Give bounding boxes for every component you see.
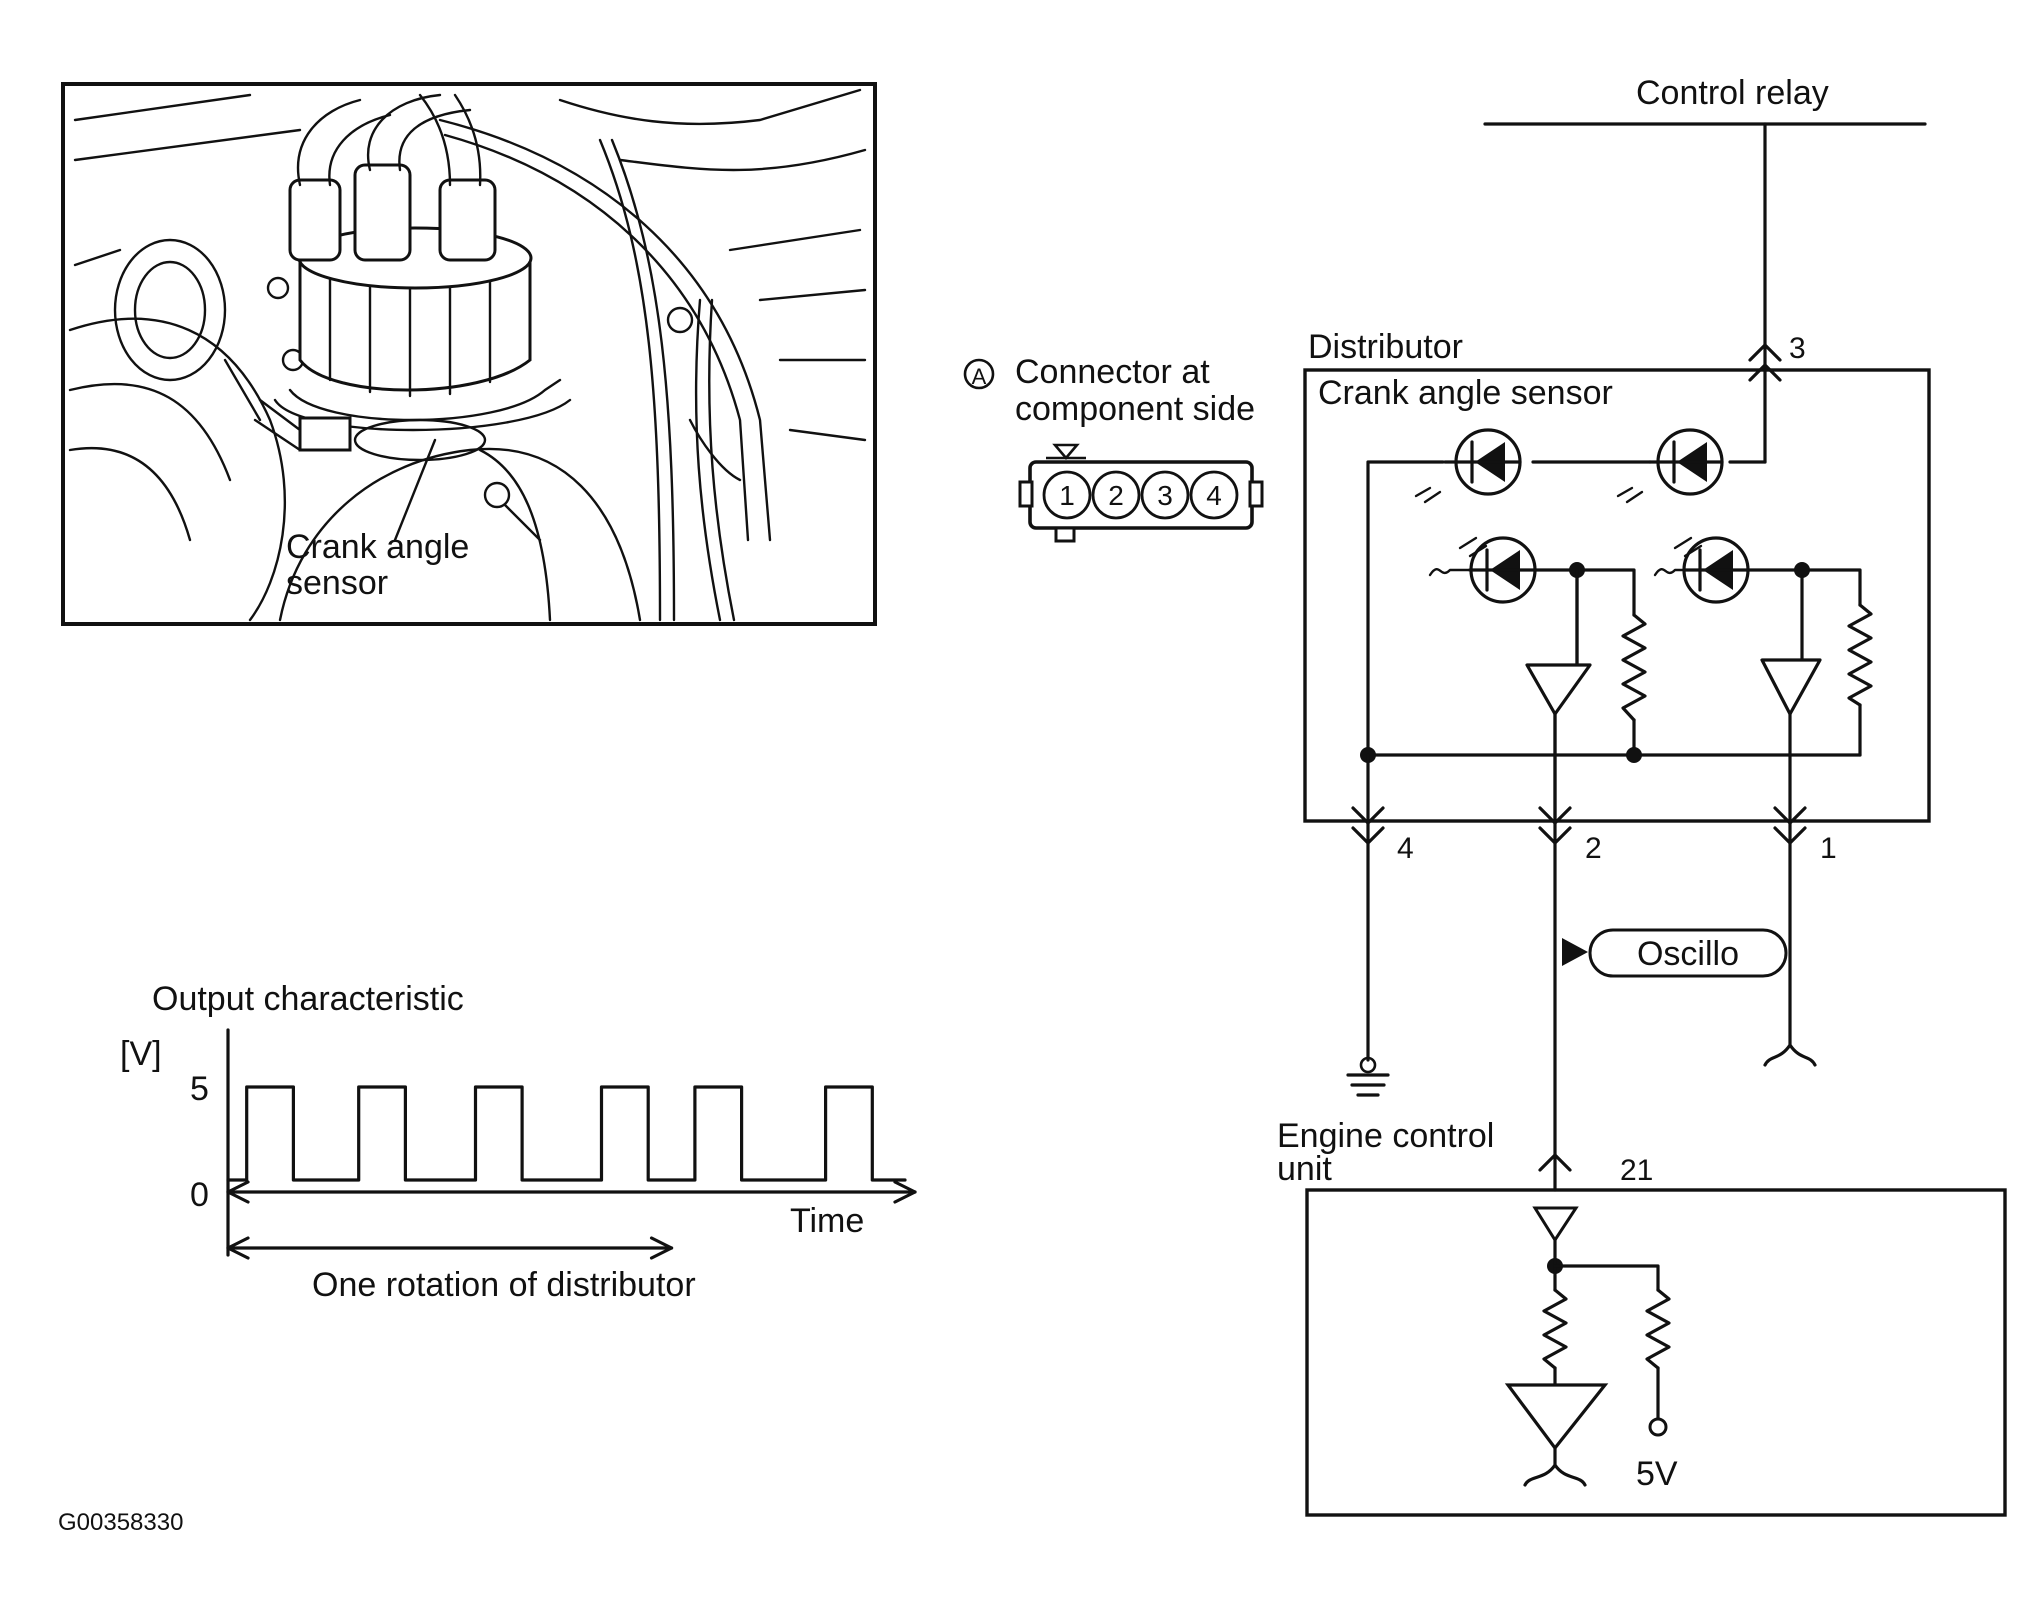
- connector-caption-line1: Connector at: [1015, 353, 1210, 391]
- sensor-leader-line: [393, 438, 437, 542]
- chart-ylabel: [V]: [120, 1035, 162, 1073]
- rotation-span-arrow: [226, 1236, 674, 1260]
- oscillo-label: Oscillo: [1637, 935, 1739, 973]
- ground-symbol: [1346, 1056, 1390, 1097]
- distributor-box: [1303, 368, 1931, 823]
- connector-pin-label-3: 3: [1157, 480, 1173, 511]
- rotation-annotation: One rotation of distributor: [312, 1266, 696, 1304]
- engine-illustration: Crank angle sensor: [61, 82, 877, 626]
- terminal-3-label: 3: [1789, 332, 1806, 365]
- svg-text:A: A: [972, 364, 987, 389]
- buffer-2: [1760, 658, 1822, 716]
- chart-xlabel: Time: [790, 1202, 864, 1240]
- chart-title: Output characteristic: [152, 980, 464, 1018]
- buffer-1: [1525, 568, 1592, 716]
- connector-badge: A: [963, 358, 995, 390]
- output-characteristic-chart: Output characteristic [V] 5 0 Time One r…: [120, 980, 917, 1304]
- connector-pin-label-4: 4: [1206, 480, 1222, 511]
- connector-pin-4: [1189, 470, 1239, 520]
- chart-x-origin-arrow: [226, 1180, 250, 1204]
- engine-bay-linework: [68, 88, 867, 622]
- connector-pin-3: [1140, 470, 1190, 520]
- led-upper-left: [1414, 428, 1522, 504]
- crank-sensor-schematic: Control relay Distributor 3 Crank angle …: [1277, 74, 2007, 1517]
- ignition-hoses: [296, 93, 772, 622]
- photodiode-right: [1653, 536, 1750, 604]
- ecu-resistor-2: [1645, 1288, 1671, 1370]
- photodiode-left: [1428, 536, 1537, 604]
- sensor-label-line1: Crank angle: [286, 528, 469, 566]
- connector-callout: A Connector at component side 1 2 3 4: [963, 353, 1264, 543]
- led-upper-right: [1616, 428, 1724, 504]
- connector-caption-line2: component side: [1015, 390, 1255, 428]
- distributor-label: Distributor: [1308, 328, 1463, 366]
- ecu-label-line1: Engine control: [1277, 1117, 1494, 1155]
- ecu-box: [1305, 1188, 2007, 1517]
- terminal-chevrons: [1351, 343, 1807, 1172]
- terminal-4-label: 4: [1397, 832, 1414, 865]
- oscillo-probe: Oscillo: [1562, 928, 1788, 978]
- supply-5v-label: 5V: [1636, 1455, 1678, 1493]
- terminal-21-label: 21: [1620, 1154, 1653, 1187]
- distributor-cap-drawing: [253, 163, 572, 462]
- chart-x-arrow: [893, 1180, 917, 1204]
- pulse-waveform: [226, 1085, 907, 1182]
- connector-pin-1: [1042, 470, 1092, 520]
- terminal-1-label: 1: [1820, 832, 1837, 865]
- ecu-internal-circuit: [1504, 1206, 1671, 1487]
- sensor-label-line2: sensor: [286, 564, 388, 602]
- connector-pin-2: [1091, 470, 1141, 520]
- connector-pin-label-2: 2: [1108, 480, 1124, 511]
- ecu-label-line2: unit: [1277, 1150, 1332, 1188]
- ecu-resistor-1: [1542, 1288, 1568, 1370]
- control-relay-label: Control relay: [1636, 74, 1829, 112]
- crank-angle-sensor-label: Crank angle sensor: [1318, 374, 1613, 412]
- resistor-r2: [1847, 603, 1873, 707]
- ytick-5: 5: [190, 1070, 209, 1108]
- connector-pin-label-1: 1: [1059, 480, 1075, 511]
- sensor-internal-wiring: [1366, 460, 1862, 822]
- terminal-1-wire: [1763, 818, 1817, 1067]
- resistor-r1: [1621, 613, 1647, 722]
- terminal-2-label: 2: [1585, 832, 1602, 865]
- figure-code: G00358330: [58, 1509, 183, 1536]
- ytick-0: 0: [190, 1176, 209, 1214]
